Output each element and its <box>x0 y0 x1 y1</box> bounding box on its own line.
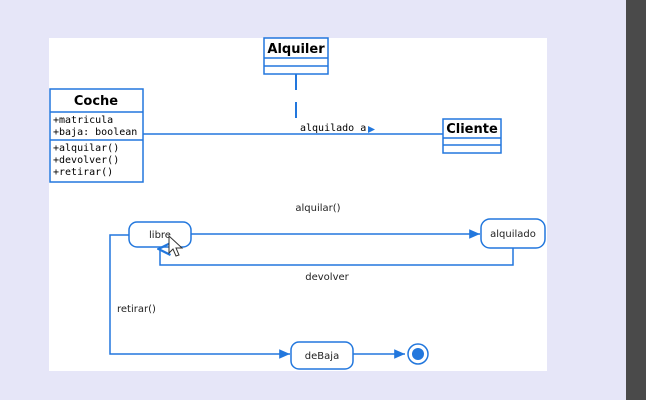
class-cliente[interactable]: Cliente <box>442 118 502 154</box>
class-coche-name: Coche <box>74 94 118 109</box>
coche-operation: +devolver() <box>53 155 119 166</box>
association-label: alquilado a <box>300 123 366 134</box>
state-alquilado[interactable]: alquilado <box>480 218 546 249</box>
coche-attribute: +matricula <box>53 115 113 126</box>
transition-devolver-label: devolver <box>305 272 349 283</box>
state-libre-label: libre <box>149 230 171 241</box>
transition-retirar <box>109 234 290 359</box>
state-libre[interactable]: libre <box>128 221 192 248</box>
transition-retirar-label: retirar() <box>117 304 156 315</box>
mouse-cursor-icon <box>168 234 184 257</box>
transition-alquilar-label: alquilar() <box>295 203 340 214</box>
final-state-icon <box>407 343 429 365</box>
class-alquiler[interactable]: Alquiler <box>263 37 329 75</box>
direction-arrow-icon <box>368 126 375 133</box>
transition-devolver <box>160 248 514 266</box>
class-alquiler-name: Alquiler <box>267 42 325 57</box>
right-dark-strip <box>626 0 646 400</box>
class-coche[interactable]: Coche +matricula +baja: boolean +alquila… <box>49 88 144 183</box>
coche-operation: +alquilar() <box>53 143 119 154</box>
coche-attribute: +baja: boolean <box>53 127 137 138</box>
class-cliente-name: Cliente <box>446 122 498 137</box>
coche-operation: +retirar() <box>53 167 113 178</box>
state-debaja-label: deBaja <box>305 351 339 362</box>
state-alquilado-label: alquilado <box>490 229 536 240</box>
state-debaja[interactable]: deBaja <box>290 341 354 370</box>
